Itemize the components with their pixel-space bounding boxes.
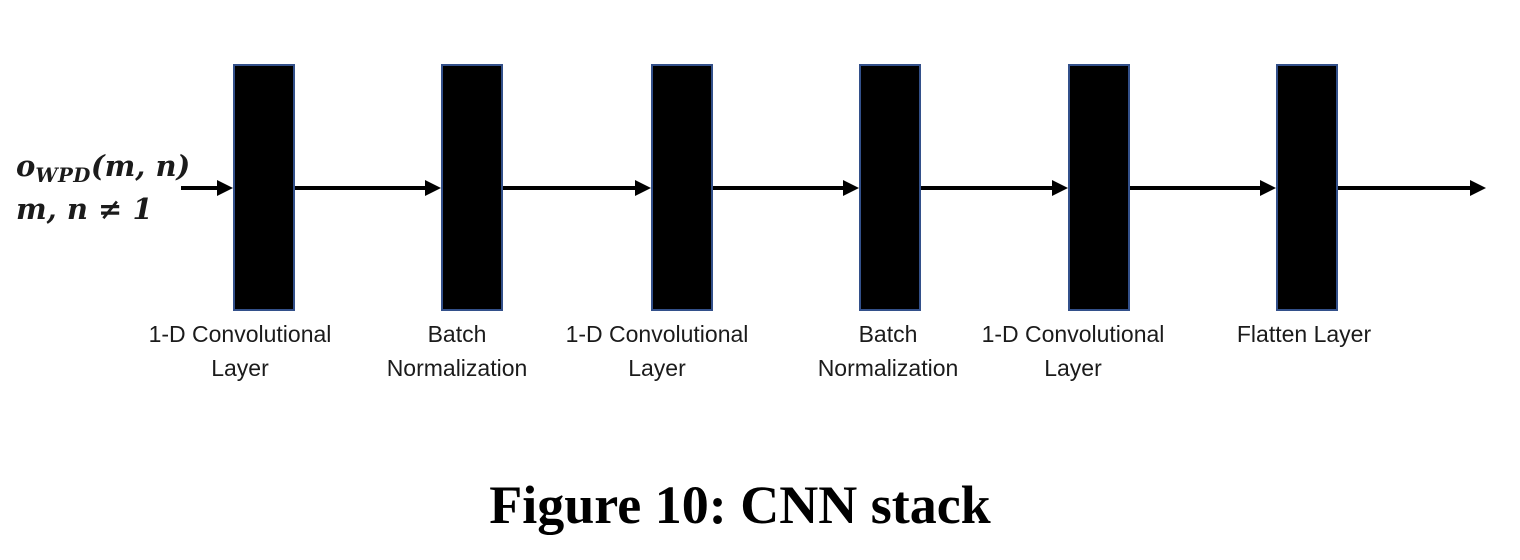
- input-annotation: oWPD(m, n) m, n ≠ 1: [16, 146, 190, 229]
- arrow-shaft: [503, 186, 637, 190]
- input-signal-line: oWPD(m, n): [16, 146, 190, 189]
- arrowhead-icon: [843, 180, 859, 196]
- flow-arrow-2: [503, 180, 651, 196]
- arrow-shaft: [1129, 186, 1262, 190]
- arrow-shaft: [712, 186, 845, 190]
- layer-label-line1: 1-D Convolutional: [148, 321, 332, 347]
- layer-label-line1: Batch: [858, 321, 918, 347]
- flow-arrow-1: [295, 180, 441, 196]
- layer-label-conv1: 1-D Convolutional Layer: [110, 317, 370, 385]
- arrow-shaft: [1337, 186, 1472, 190]
- arrowhead-icon: [425, 180, 441, 196]
- layer-block-conv1: [233, 64, 295, 311]
- layer-label-line2: Layer: [628, 355, 686, 381]
- input-condition: m, n ≠ 1: [16, 192, 153, 226]
- layer-label-line1: Batch: [427, 321, 487, 347]
- layer-label-bn2: Batch Normalization: [758, 317, 1018, 385]
- flow-arrow-output: [1337, 180, 1486, 196]
- flow-arrow-4: [920, 180, 1068, 196]
- arrow-shaft: [181, 186, 219, 190]
- arrowhead-icon: [1260, 180, 1276, 196]
- layer-label-bn1: Batch Normalization: [327, 317, 587, 385]
- layer-label-line1: 1-D Convolutional: [981, 321, 1165, 347]
- layer-label-line2: Normalization: [386, 355, 528, 381]
- layer-label-conv3: 1-D Convolutional Layer: [943, 317, 1203, 385]
- arrowhead-icon: [1470, 180, 1486, 196]
- layer-label-conv2: 1-D Convolutional Layer: [527, 317, 787, 385]
- arrowhead-icon: [217, 180, 233, 196]
- layer-block-bn2: [859, 64, 921, 311]
- layer-block-bn1: [441, 64, 503, 311]
- flow-arrow-5: [1129, 180, 1276, 196]
- layer-label-line1: Flatten Layer: [1236, 321, 1372, 347]
- flow-arrow-3: [712, 180, 859, 196]
- layer-block-conv3: [1068, 64, 1130, 311]
- layer-label-flatten: Flatten Layer: [1174, 317, 1434, 351]
- arrow-shaft: [920, 186, 1054, 190]
- figure-caption: Figure 10: CNN stack: [489, 475, 991, 535]
- arrowhead-icon: [635, 180, 651, 196]
- layer-label-line2: Layer: [211, 355, 269, 381]
- arrowhead-icon: [1052, 180, 1068, 196]
- layer-label-line1: 1-D Convolutional: [565, 321, 749, 347]
- input-symbol: o: [16, 149, 36, 183]
- arrow-shaft: [295, 186, 427, 190]
- layer-label-line2: Normalization: [817, 355, 959, 381]
- layer-block-conv2: [651, 64, 713, 311]
- layer-label-line2: Layer: [1044, 355, 1102, 381]
- input-subscript: WPD: [35, 162, 91, 187]
- layer-block-flatten: [1276, 64, 1338, 311]
- flow-arrow-input: [181, 180, 233, 196]
- input-args: (m, n): [90, 149, 191, 183]
